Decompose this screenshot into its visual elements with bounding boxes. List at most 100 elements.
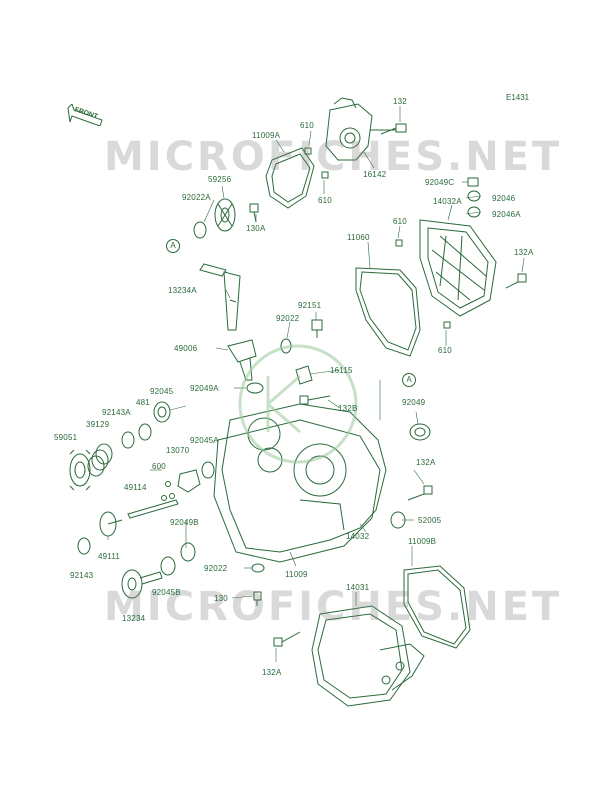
- gasket-11009b: [403, 565, 471, 649]
- seal-92049b: [180, 542, 196, 562]
- label-92022: 92022: [276, 314, 300, 323]
- label-92049b: 92049B: [170, 518, 199, 527]
- gear-59051: [69, 449, 91, 491]
- shaft-13234a: [199, 263, 241, 331]
- dowel-pin-610d: [443, 321, 451, 329]
- label-92045a: 92045A: [190, 436, 219, 445]
- label-92151: 92151: [298, 301, 322, 310]
- label-92049: 92049: [402, 398, 426, 407]
- label-11009: 11009: [285, 570, 308, 579]
- plug-92151: [311, 319, 323, 338]
- ball-600a: [165, 481, 171, 487]
- label-11009a: 11009A: [252, 131, 281, 140]
- label-92045b: 92045B: [152, 588, 181, 597]
- gasket-11009: [213, 419, 381, 563]
- label-92143: 92143: [70, 571, 94, 580]
- label-13234: 13234: [122, 614, 146, 623]
- label-132a-bottom: 132A: [262, 668, 282, 677]
- dowel-pin-610a: [304, 147, 312, 155]
- label-13234a: 13234A: [168, 286, 197, 295]
- marker-a-left: A: [166, 239, 180, 253]
- bolt-132b: [299, 395, 331, 405]
- washer-92022a: [193, 221, 207, 239]
- label-130: 130: [214, 594, 228, 603]
- label-13070: 13070: [166, 446, 190, 455]
- part-49111: [99, 511, 123, 537]
- label-610-c: 610: [393, 217, 407, 226]
- label-92022a: 92022A: [182, 193, 211, 202]
- ball-600c: [161, 495, 167, 501]
- part-16115: [295, 365, 313, 385]
- label-92022-b: 92022: [204, 564, 228, 573]
- bearing-92045b: [160, 556, 176, 576]
- bolt-130a: [249, 203, 259, 223]
- label-39129: 39129: [86, 420, 110, 429]
- impeller-59256: [214, 198, 236, 232]
- label-16115: 16115: [330, 366, 353, 375]
- label-59051: 59051: [54, 433, 78, 442]
- label-610-b: 610: [318, 196, 332, 205]
- leader-lines: [107, 106, 525, 662]
- label-59256: 59256: [208, 175, 232, 184]
- lever-49006: [227, 339, 257, 381]
- label-11009b: 11009B: [408, 537, 437, 546]
- label-11060: 11060: [347, 233, 370, 242]
- label-49114: 49114: [124, 483, 147, 492]
- label-14032: 14032: [346, 532, 370, 541]
- washer-92143a: [121, 431, 135, 449]
- gasket-11009a: [265, 147, 315, 209]
- label-92045: 92045: [150, 387, 174, 396]
- label-481: 481: [136, 398, 150, 407]
- label-92049c: 92049C: [425, 178, 455, 187]
- watermark-bottom: MICROFICHES.NET: [104, 584, 563, 630]
- label-610-d: 610: [438, 346, 452, 355]
- bolt-130: [253, 591, 262, 606]
- seal-92049a: [246, 382, 264, 394]
- label-132a-mid: 132A: [416, 458, 436, 467]
- part-13070: [177, 469, 201, 493]
- bearing-92045a: [201, 461, 215, 479]
- marker-a-right: A: [402, 373, 416, 387]
- label-132a-right: 132A: [514, 248, 534, 257]
- shaft-49114: [127, 499, 179, 519]
- watermark-emblem: [238, 344, 358, 464]
- seal-92049: [409, 423, 431, 441]
- washer-92143: [77, 537, 91, 555]
- label-610-a: 610: [300, 121, 314, 130]
- label-52005: 52005: [418, 516, 442, 525]
- label-14031: 14031: [346, 583, 370, 592]
- label-49006: 49006: [174, 344, 198, 353]
- crankcase-cover-14032: [221, 403, 387, 553]
- bolt-132a-mid: [407, 485, 433, 501]
- label-92046a: 92046A: [492, 210, 521, 219]
- label-92143a: 92143A: [102, 408, 131, 417]
- label-14032a: 14032A: [433, 197, 462, 206]
- watermark-top: MICROFICHES.NET: [104, 134, 563, 180]
- label-92046: 92046: [492, 194, 516, 203]
- bearing-92045: [153, 401, 171, 423]
- dowel-pin-610b: [321, 171, 329, 179]
- ball-600b: [169, 493, 175, 499]
- washer-92022-bottom: [251, 563, 265, 573]
- label-16142: 16142: [363, 170, 387, 179]
- label-132-top: 132: [393, 97, 407, 106]
- gear-13234: [121, 569, 163, 599]
- diagram-code: E1431: [506, 93, 530, 102]
- label-49111: 49111: [98, 552, 121, 561]
- bolt-132a-bottom: [273, 631, 301, 647]
- front-arrow-icon: [67, 103, 103, 127]
- label-92049a: 92049A: [190, 384, 219, 393]
- cover-14031: [311, 605, 425, 707]
- label-600: 600: [152, 462, 166, 471]
- dowel-pin-610c: [395, 239, 403, 247]
- spring-39129: [87, 443, 113, 477]
- bolt-132a-right: [505, 273, 527, 289]
- front-arrow: FRONT: [66, 103, 104, 127]
- circlip-481: [138, 423, 152, 441]
- clutch-cover-14032a: [419, 219, 497, 317]
- gasket-11060: [355, 267, 421, 357]
- label-132b: 132B: [338, 404, 358, 413]
- bolt-132-top: [380, 123, 407, 135]
- label-130a: 130A: [246, 224, 266, 233]
